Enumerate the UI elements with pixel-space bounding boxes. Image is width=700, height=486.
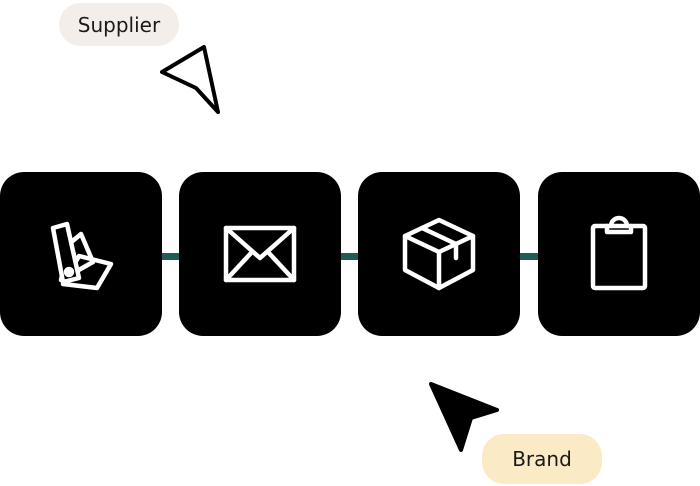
step-card-envelope [179,172,341,336]
step-card-clipboard [538,172,700,336]
supplier-label: Supplier [77,12,161,37]
connector-2 [337,253,363,260]
brand-label: Brand [512,447,572,471]
brand-tag: Brand [482,434,602,484]
connector-1 [158,253,184,260]
clipboard-icon [590,215,648,291]
brand-cursor-icon [429,382,499,452]
step-card-package [358,172,520,336]
swatch-palette-icon [50,221,114,291]
package-box-icon [402,217,476,291]
step-card-swatches [0,172,162,336]
supplier-cursor-icon [160,45,220,114]
connector-3 [516,253,542,260]
supplier-tag: Supplier [59,3,179,46]
envelope-icon [223,225,297,283]
